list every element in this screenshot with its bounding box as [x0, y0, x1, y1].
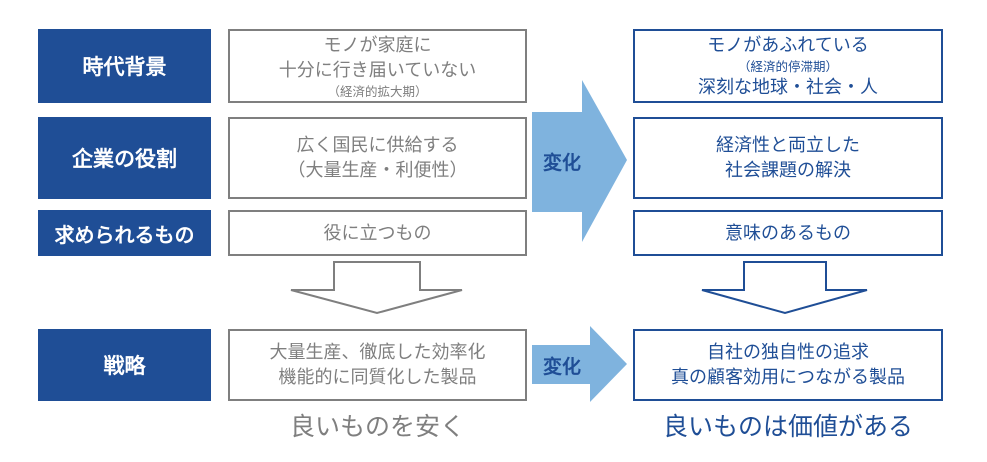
before-role-line1: 広く国民に供給する [296, 135, 459, 156]
after-role-line2: 社会課題の解決 [725, 160, 851, 181]
change-label-top: 変化 [543, 152, 582, 174]
before-role-box: 広く国民に供給する （大量生産・利便性） [228, 117, 527, 199]
before-strategy-box: 大量生産、徹底した効率化 機能的に同質化した製品 [228, 329, 527, 401]
label-required: 求められるもの [38, 210, 211, 256]
after-summary: 良いものは価値がある [662, 412, 913, 441]
before-strategy-line2: 機能的に同質化した製品 [278, 367, 477, 388]
before-strategy-line1: 大量生産、徹底した効率化 [269, 342, 486, 363]
after-role-line1: 経済性と両立した [716, 135, 860, 156]
before-background-line2: 十分に行き届いていない [278, 59, 477, 81]
change-arrow-top [532, 80, 627, 242]
after-background-line1: モノがあふれている [707, 34, 869, 56]
after-strategy-box: 自社の独自性の追求 真の顧客効用につながる製品 [633, 329, 943, 401]
after-strategy-line2: 真の顧客効用につながる製品 [671, 367, 905, 388]
label-role: 企業の役割 [38, 117, 211, 199]
before-background-box: モノが家庭に 十分に行き届いていない （経済的拡大期） [228, 29, 527, 103]
label-required-text: 求められるもの [54, 222, 195, 247]
down-arrow-before [290, 261, 463, 315]
before-background-line1: モノが家庭に [323, 34, 432, 56]
label-background-text: 時代背景 [82, 55, 167, 79]
change-label-bottom: 変化 [543, 356, 582, 378]
label-role-text: 企業の役割 [72, 147, 177, 171]
after-background-note: （経済的停滞期） [737, 58, 838, 74]
after-background-box: モノがあふれている （経済的停滞期） 深刻な地球・社会・人 [633, 29, 943, 103]
after-role-box: 経済性と両立した 社会課題の解決 [633, 117, 943, 199]
down-arrow-after [701, 261, 868, 315]
after-strategy-line1: 自社の独自性の追求 [707, 342, 869, 363]
before-required-text: 役に立つもの [323, 222, 432, 244]
label-background: 時代背景 [38, 29, 211, 103]
before-background-note: （経済的拡大期） [327, 83, 428, 99]
before-role-line2: （大量生産・利便性） [287, 160, 468, 181]
before-summary: 良いものを安く [289, 412, 465, 441]
after-background-line2: 深刻な地球・社会・人 [698, 76, 878, 98]
after-required-box: 意味のあるもの [633, 210, 943, 256]
change-arrow-bottom [532, 326, 627, 402]
before-required-box: 役に立つもの [228, 210, 527, 256]
label-strategy-text: 戦略 [103, 354, 146, 378]
after-required-text: 意味のあるもの [725, 222, 851, 244]
label-strategy: 戦略 [38, 329, 211, 401]
